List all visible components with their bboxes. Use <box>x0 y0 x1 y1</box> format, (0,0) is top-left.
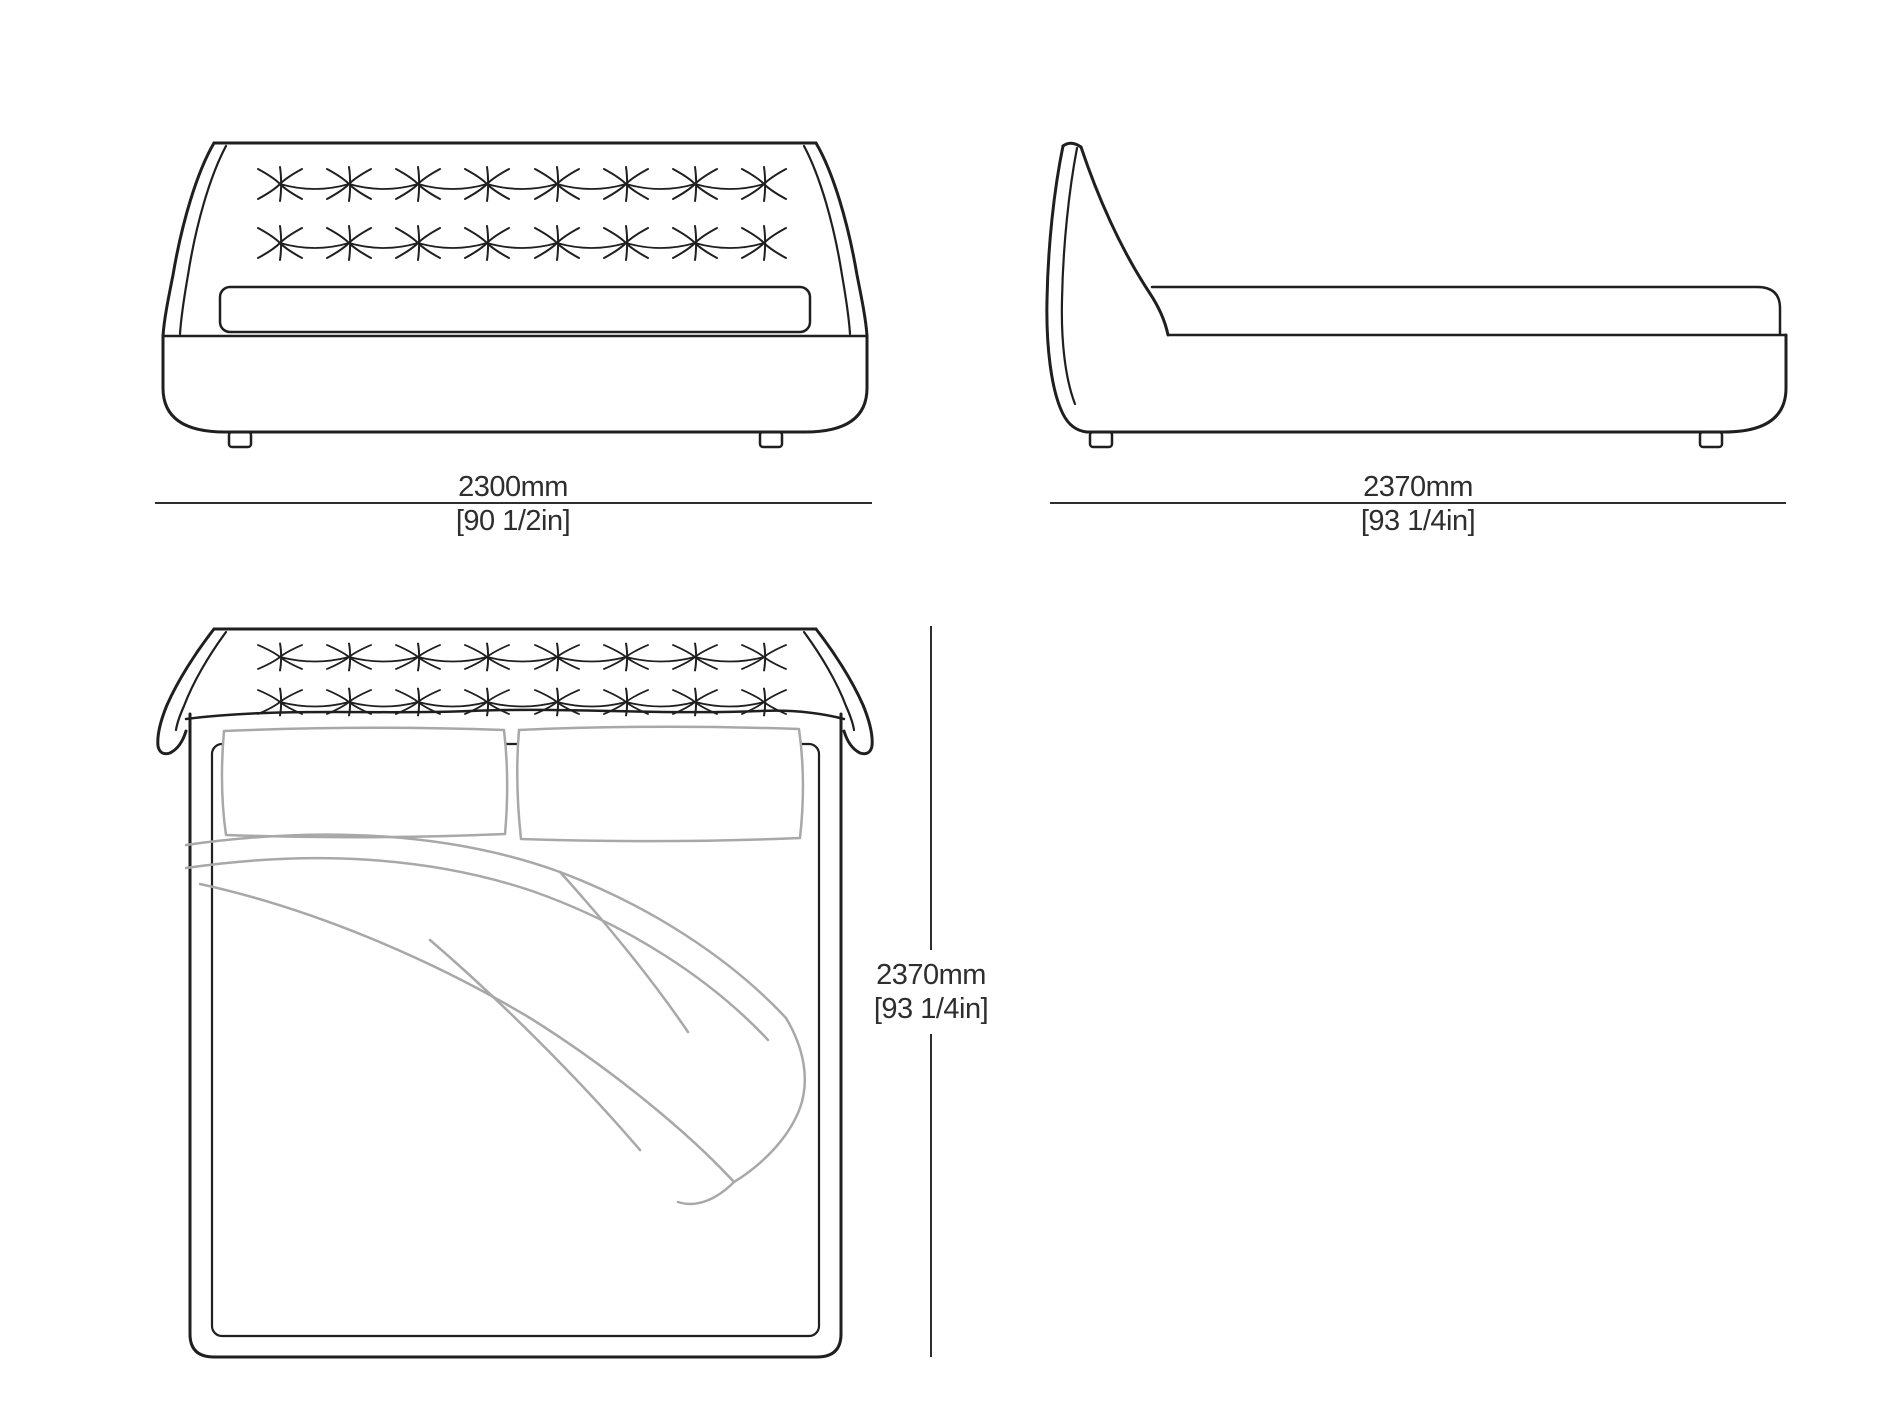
foot-right-front <box>758 430 784 449</box>
front-width-label-mm: 2300mm <box>458 471 568 503</box>
tufting-pattern-front <box>257 166 787 261</box>
tuft-mark <box>672 166 718 202</box>
tuft-mark <box>534 225 580 261</box>
headboard-profile-top <box>1061 141 1083 149</box>
tuft-mark <box>395 166 441 202</box>
headboard-left-wing-outer <box>156 627 216 756</box>
tuft-mark <box>257 166 303 202</box>
tuft-mark <box>326 225 372 261</box>
blanket-fold-edge <box>184 856 770 1042</box>
side-depth-label-in: [93 1/4in] <box>1361 505 1475 537</box>
headboard-right-wing-inner <box>802 630 856 732</box>
tuft-mark <box>534 642 580 672</box>
tuft-mark <box>257 225 303 261</box>
tuft-mark <box>534 166 580 202</box>
mattress-side <box>1150 285 1782 336</box>
blanket-inner-fold <box>428 938 642 1152</box>
headboard-right-edge-outer <box>814 141 869 338</box>
top-view <box>156 627 874 1359</box>
tuft-mark <box>741 225 787 261</box>
pillow-left <box>220 726 509 839</box>
tuft-mark <box>741 687 787 717</box>
tuft-mark <box>395 687 441 717</box>
tuft-row-crease <box>279 701 765 708</box>
tuft-mark <box>603 225 649 261</box>
top-length-label-in: [93 1/4in] <box>874 993 988 1025</box>
blanket-lower-sweep <box>198 882 736 1184</box>
platform-outer <box>188 712 843 1359</box>
tuft-mark <box>326 166 372 202</box>
tuft-mark <box>395 642 441 672</box>
headboard-left-edge-inner <box>178 144 228 336</box>
tuft-mark <box>603 642 649 672</box>
base-side <box>1085 333 1788 434</box>
tuft-row-crease <box>279 242 765 249</box>
blanket-corner-return <box>732 1016 807 1184</box>
tuft-mark <box>464 642 510 672</box>
pillow-right <box>516 725 805 843</box>
tuft-mark <box>326 642 372 672</box>
foot-right-side <box>1698 430 1724 449</box>
tuft-mark <box>741 642 787 672</box>
headboard-left-wing-inner <box>174 630 228 732</box>
mattress-front <box>218 285 812 334</box>
headboard-right-wing-outer <box>814 627 874 756</box>
headboard-profile-outer <box>1045 144 1089 434</box>
front-width-label-in: [90 1/2in] <box>456 505 570 537</box>
base-front <box>161 334 869 434</box>
tuft-mark <box>464 166 510 202</box>
dimension-text-mask <box>858 950 1004 1034</box>
front-view <box>161 141 869 449</box>
headboard-front-face-curve <box>1079 145 1170 337</box>
tuft-mark <box>464 687 510 717</box>
tuft-row-crease <box>279 656 765 663</box>
headboard-top-view <box>156 627 874 756</box>
headboard-fabric-bottom-edge <box>184 708 846 721</box>
tuft-mark <box>326 687 372 717</box>
tuft-mark <box>603 166 649 202</box>
side-view <box>1045 141 1788 449</box>
tuft-mark <box>672 642 718 672</box>
foot-left-front <box>227 430 253 449</box>
tuft-mark <box>603 687 649 717</box>
side-depth-label-mm: 2370mm <box>1363 471 1473 503</box>
blanket-fold-edge <box>184 833 788 1020</box>
top-dimension: 2370mm [93 1/4in] <box>858 626 1004 1357</box>
blanket-drape <box>184 833 807 1206</box>
blanket-tail <box>676 1180 736 1206</box>
tufting-pattern-top <box>257 642 787 717</box>
tuft-mark <box>257 642 303 672</box>
headboard-right-edge-inner <box>802 144 852 336</box>
tuft-mark <box>257 687 303 717</box>
foot-left-side <box>1088 430 1114 449</box>
tuft-mark <box>672 225 718 261</box>
tuft-mark <box>395 225 441 261</box>
tuft-mark <box>741 166 787 202</box>
tuft-mark <box>464 225 510 261</box>
top-length-label-mm: 2370mm <box>876 959 986 991</box>
platform-inner <box>210 742 821 1338</box>
side-dimension: 2370mm [93 1/4in] <box>1050 471 1786 537</box>
blanket-inner-fold <box>558 870 690 1034</box>
headboard-profile-inner <box>1060 146 1079 406</box>
tuft-row-crease <box>279 183 765 190</box>
tuft-mark <box>672 687 718 717</box>
front-dimension: 2300mm [90 1/2in] <box>155 471 872 537</box>
headboard-left-edge-outer <box>161 141 216 338</box>
tuft-mark <box>534 687 580 717</box>
